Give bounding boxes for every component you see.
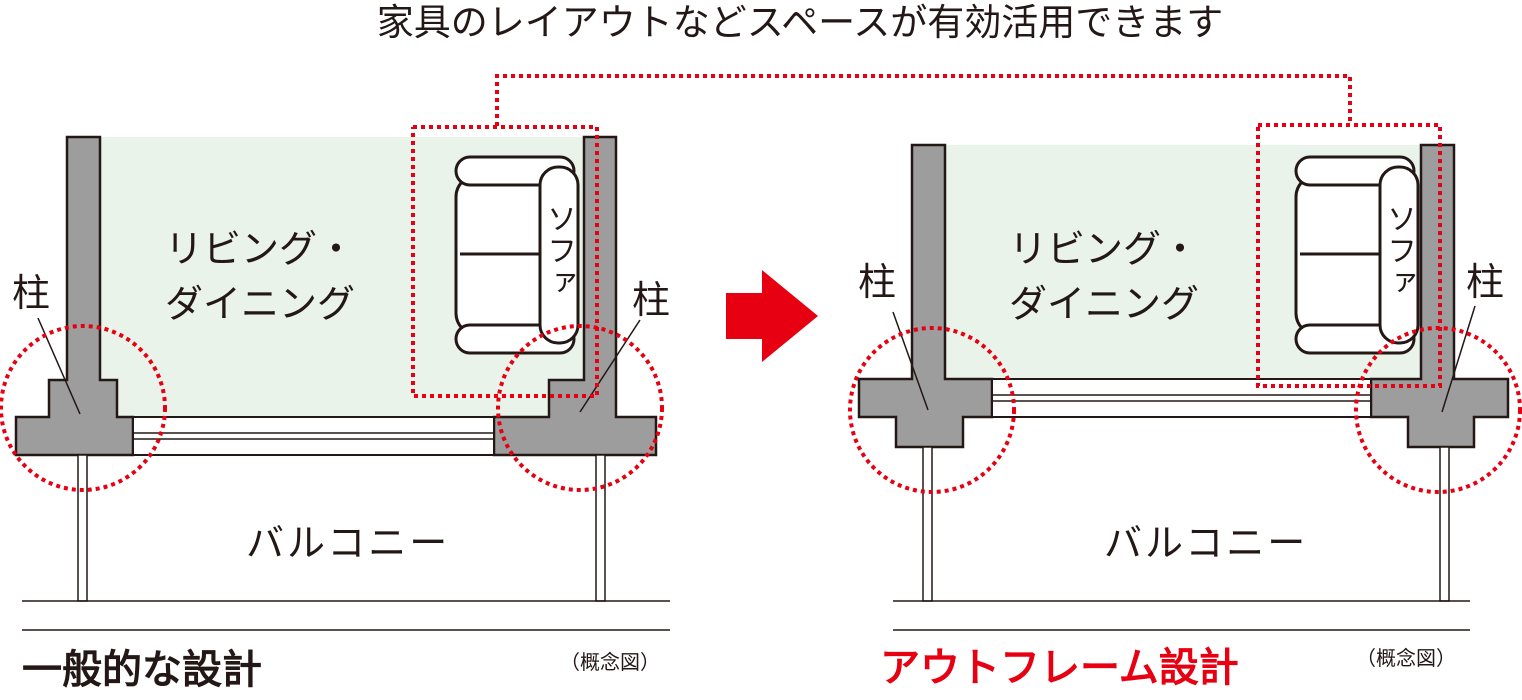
sofa-highlight <box>411 125 599 398</box>
sofa-label: ソファ <box>1381 203 1416 299</box>
pillar-left <box>857 143 994 449</box>
balcony-post <box>1439 446 1450 602</box>
room-label-line1: リビング・ <box>1008 227 1199 271</box>
pillar-label-right: 柱 <box>632 278 671 322</box>
top-caption: 家具のレイアウトなどスペースが有効活用できます <box>376 1 1224 44</box>
plan-title-outframe: アウトフレーム設計 <box>880 645 1239 691</box>
pillar-highlight <box>848 326 1016 494</box>
pillar-label-left: 柱 <box>858 260 897 304</box>
room-label-line1: リビング・ <box>164 227 355 271</box>
window-sash <box>991 378 1372 418</box>
room-label: リビング・ ダイニング <box>994 222 1214 332</box>
balcony-post <box>595 454 606 602</box>
sofa-label: ソファ <box>541 203 576 299</box>
pillar-highlight <box>1354 326 1522 494</box>
pillar-highlight <box>496 324 664 492</box>
balcony-label: バルコニー <box>1104 521 1309 565</box>
balcony-post <box>77 454 88 602</box>
sofa-highlight <box>1256 123 1442 388</box>
arrow-right-icon <box>726 270 818 362</box>
plan-standard <box>0 125 670 631</box>
balcony-label: バルコニー <box>246 521 451 565</box>
balcony-post <box>922 446 933 602</box>
window-sash <box>132 416 495 456</box>
room-label-line2: ダイニング <box>164 282 355 327</box>
room-label: リビング・ ダイニング <box>150 222 370 332</box>
concept-note: （概念図） <box>1356 646 1456 670</box>
comparison-connector <box>495 74 1352 126</box>
plan-title-standard: 一般的な設計 <box>22 647 262 693</box>
pillar-label-right: 柱 <box>1466 260 1505 304</box>
room-label-line2: ダイニング <box>1008 282 1199 327</box>
pillar-highlight <box>0 324 167 492</box>
pillar-label-left: 柱 <box>12 271 51 315</box>
plan-outframe <box>848 123 1522 631</box>
concept-note: （概念図） <box>560 650 660 674</box>
